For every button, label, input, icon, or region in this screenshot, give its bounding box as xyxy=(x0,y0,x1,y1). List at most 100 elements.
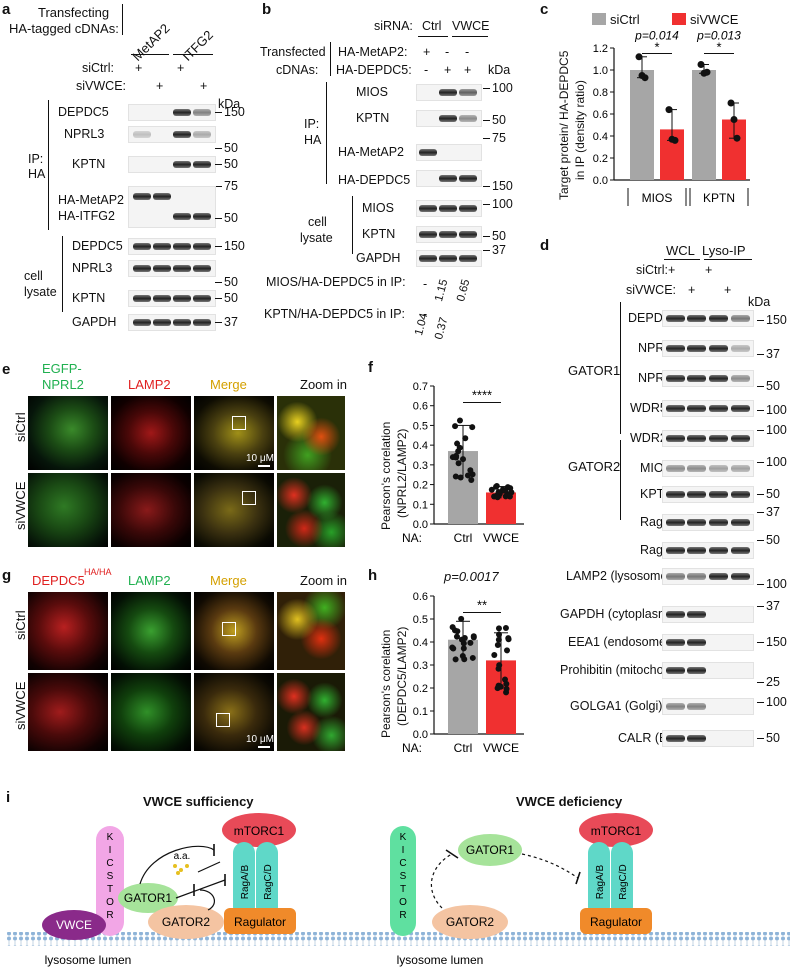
y-tick-label: 0.1 xyxy=(413,706,428,718)
d-gator1-label: GATOR1 xyxy=(568,363,621,378)
a-lysate-label: lysate xyxy=(24,285,57,299)
legend-swatch-sivwce xyxy=(672,13,686,25)
datapoint xyxy=(461,656,468,663)
c-ylabel: Target protein/ HA-DEPDC5 xyxy=(557,50,571,200)
e-ch2: LAMP2 xyxy=(128,377,171,392)
d-mw: 37 xyxy=(757,599,780,613)
a-blot-label: KPTN xyxy=(72,291,106,305)
b-ratio-value: 1.04 xyxy=(413,312,431,337)
datapoint xyxy=(452,656,459,663)
a-blot-label: KPTN xyxy=(72,157,106,171)
d-mw: 50 xyxy=(757,731,780,745)
g-image-merge-vwce xyxy=(194,673,274,751)
y-tick-label: 0.4 xyxy=(413,440,428,452)
b-ip-bracket xyxy=(326,82,327,184)
b-ctrl-label: Ctrl xyxy=(422,19,442,33)
d-blot xyxy=(662,486,754,503)
d-mw: 37 xyxy=(757,347,780,361)
a-mw: 75 xyxy=(215,179,238,193)
d-blot-label: GAPDH (cytoplasm) xyxy=(560,607,673,621)
a-blot-label: NPRL3 xyxy=(72,261,113,275)
b-blot-label: MIOS xyxy=(356,85,388,99)
c-y-tick-label: 0.4 xyxy=(593,131,608,143)
a-blot-label: HA-ITFG2 xyxy=(58,209,115,223)
i-raga-right-text: RagA/B xyxy=(595,864,606,899)
i-gator2-text: GATOR2 xyxy=(162,915,211,929)
g-scalebar xyxy=(258,746,270,748)
i-ragulator-text: Ragulator xyxy=(234,915,286,929)
b-vwce-line xyxy=(452,36,488,37)
b-ip-ha-label: HA xyxy=(304,133,322,147)
d-mark: + xyxy=(688,283,696,297)
e-image-merge-ctrl xyxy=(194,396,274,470)
a-blot-nprl3-ip xyxy=(128,126,216,143)
panel-d-label: d xyxy=(540,237,550,254)
panel-f-label: f xyxy=(368,359,373,376)
panel-b-label: b xyxy=(262,1,272,18)
a-blot-label: DEPDC5 xyxy=(72,239,123,253)
d-mw: 100 xyxy=(757,695,787,709)
x-label: VWCE xyxy=(483,531,519,545)
panel-h-label: h xyxy=(368,567,378,584)
e-image-lamp2-vwce xyxy=(111,473,191,547)
a-mw: 50 xyxy=(215,211,238,225)
x-label: Ctrl xyxy=(454,741,473,755)
sivwce-row-label: siVWCE: xyxy=(76,79,126,93)
h-ylabel: Pearson's corelation xyxy=(379,629,393,738)
datapoint xyxy=(493,482,500,489)
g-image-zoom-ctrl xyxy=(277,592,345,670)
c-datapoint xyxy=(733,134,741,142)
datapoint xyxy=(452,423,459,430)
g-ch1-sup: HA/HA xyxy=(84,567,112,577)
legend-sictrl: siCtrl xyxy=(610,12,640,27)
c-pvalue: p=0.014 xyxy=(634,30,679,43)
b-sirna-label: siRNA: xyxy=(374,19,413,33)
d-blot-label: EEA1 (endosome) xyxy=(568,635,671,649)
b-blot-label: HA-DEPDC5 xyxy=(338,173,411,187)
datapoint xyxy=(495,488,502,495)
b-transfected-label: Transfected xyxy=(260,45,326,59)
datapoint xyxy=(457,474,464,481)
i-gator1-right-text: GATOR1 xyxy=(466,843,515,857)
gator1-right xyxy=(458,834,522,866)
y-tick-label: 0.5 xyxy=(413,614,428,626)
d-wcl-line xyxy=(664,259,700,260)
c-star: * xyxy=(716,40,721,55)
b-kda: kDa xyxy=(488,63,511,77)
b-mark: + xyxy=(464,63,472,77)
a-ip-ha-label: HA xyxy=(28,167,46,181)
datapoint xyxy=(494,685,501,692)
c-bar xyxy=(630,70,654,180)
sirna-label: siRNA: xyxy=(402,531,422,545)
c-datapoint xyxy=(665,106,673,114)
a-blot-label: HA-MetAP2 xyxy=(58,193,124,207)
h-pvalue: p=0.0017 xyxy=(444,569,499,584)
b-depdc5-row: HA-DEPDC5: xyxy=(336,63,412,77)
datapoint xyxy=(488,486,495,493)
ha-cdna-label: HA-tagged cDNAs: xyxy=(9,21,119,36)
c-x-label: MIOS xyxy=(642,191,673,205)
e-image-egfp-vwce xyxy=(28,473,108,547)
datapoint xyxy=(506,493,513,500)
panel-c-label: c xyxy=(540,1,549,18)
a-blot-depdc5-lys xyxy=(128,238,216,255)
d-lyso-line xyxy=(704,259,752,260)
a-mw: 50 xyxy=(215,291,238,305)
d-gator2-label: GATOR2 xyxy=(568,459,621,474)
datapoint xyxy=(453,633,460,640)
g-image-depdc5-ctrl xyxy=(28,592,108,670)
d-blot xyxy=(662,568,754,585)
e-scalebar-label: 10 μM xyxy=(246,453,274,464)
b-vwce-label: VWCE xyxy=(452,19,490,33)
b-mw: 150 xyxy=(483,179,513,193)
ragulator-left xyxy=(224,908,296,934)
b-cdnas-label: cDNAs: xyxy=(276,63,319,77)
e-image-egfp-ctrl xyxy=(28,396,108,470)
datapoint xyxy=(450,645,457,652)
c-star: * xyxy=(654,40,659,55)
e-ch4: Zoom in xyxy=(300,377,347,392)
cdna-itfg2: ITFG2 xyxy=(179,27,216,64)
d-mark: + xyxy=(668,263,676,277)
e-ch3: Merge xyxy=(210,377,247,392)
cdna-metap2: MetAP2 xyxy=(129,20,173,64)
